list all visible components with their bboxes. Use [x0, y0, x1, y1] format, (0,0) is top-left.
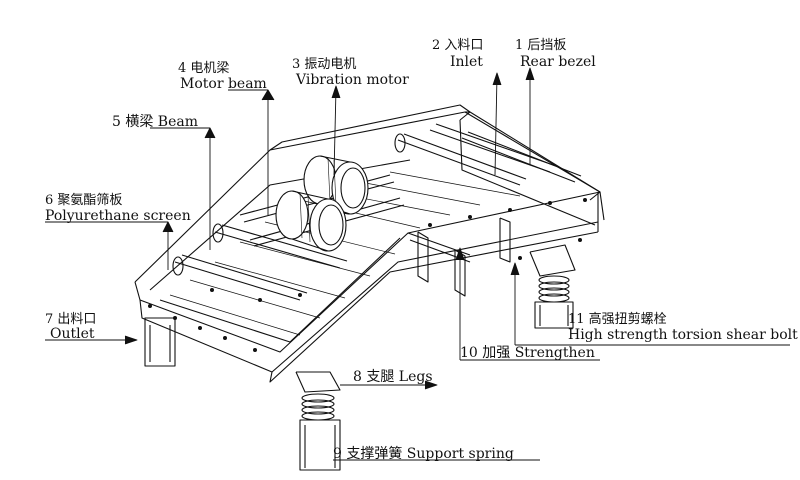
label-vibration-motor-zh: 3 振动电机 [292, 57, 357, 72]
label-vibration-motor-en: Vibration motor [296, 72, 409, 88]
label-support-spring: 9 支撑弹簧 Support spring [333, 446, 514, 462]
label-polyurethane-screen-en: Polyurethane screen [45, 208, 191, 224]
label-inlet-en: Inlet [450, 54, 483, 70]
label-outlet-en: Outlet [50, 326, 95, 342]
vibration-motor-2 [275, 190, 347, 252]
screen-frame [134, 104, 605, 383]
label-torsion-bolt-zh: 11 高强扭剪螺栓 [568, 312, 667, 327]
label-torsion-bolt-en: High strength torsion shear bolt [568, 327, 798, 343]
bolts [148, 198, 587, 352]
label-rear-bezel-en: Rear bezel [520, 54, 596, 70]
label-rear-bezel-zh: 1 后挡板 [515, 38, 567, 53]
label-motor-beam-zh: 4 电机梁 [178, 61, 230, 76]
label-legs: 8 支腿 Legs [353, 369, 433, 385]
leg-front-left [144, 317, 176, 367]
label-motor-beam-en: Motor beam [180, 76, 267, 92]
leg-rear-right [529, 244, 576, 329]
vibration-motor-1 [303, 155, 369, 215]
label-outlet-zh: 7 出料口 [45, 312, 97, 327]
label-beam: 5 横梁 Beam [112, 114, 199, 130]
label-strengthen: 10 加强 Strengthen [460, 345, 595, 361]
support-spring-rear [538, 275, 570, 303]
label-inlet-zh: 2 入料口 [432, 38, 484, 53]
leader-lines [45, 67, 790, 461]
support-spring-front [301, 393, 335, 421]
label-polyurethane-screen-zh: 6 聚氨酯筛板 [45, 193, 123, 208]
